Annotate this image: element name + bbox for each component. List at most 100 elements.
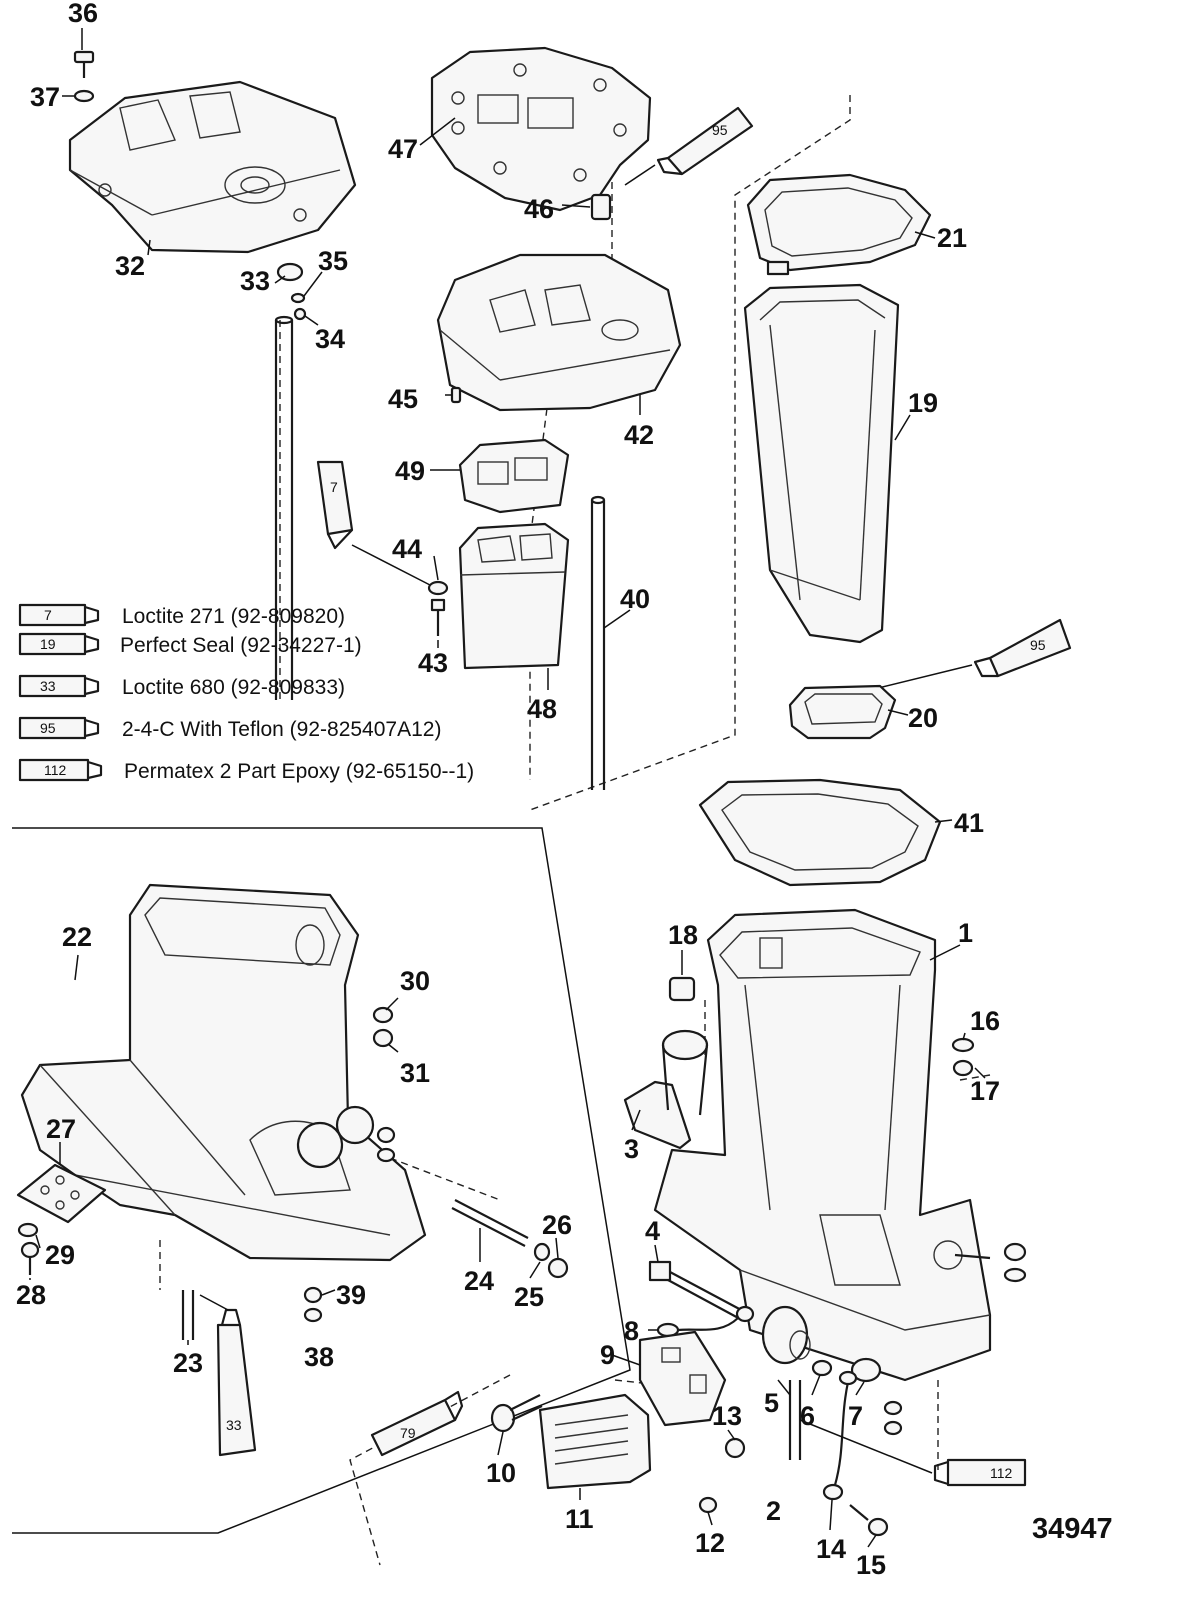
part-nut-31 xyxy=(372,1028,394,1048)
part-gasket-41 xyxy=(698,778,942,887)
legend-code: 33 xyxy=(40,678,56,694)
tube-code: 7 xyxy=(330,479,338,495)
tube-112: 112 xyxy=(933,1458,1027,1487)
part-driveshaft-housing-1 xyxy=(653,908,992,1382)
callout-45: 45 xyxy=(388,384,418,414)
part-washer-44 xyxy=(427,580,449,596)
part-anode-5 xyxy=(761,1305,811,1365)
part-nut-housing-a xyxy=(376,1126,396,1144)
callout-28: 28 xyxy=(16,1280,46,1310)
tube-33: 33 xyxy=(216,1308,257,1457)
tube-95-right: 95 xyxy=(973,618,1072,678)
part-screw-28 xyxy=(20,1241,40,1275)
tube-95-top: 95 xyxy=(656,106,754,176)
part-screw-36 xyxy=(73,50,95,103)
tube-code: 112 xyxy=(990,1465,1013,1481)
legend-row-19: 19 Perfect Seal (92-34227-1) xyxy=(18,632,362,657)
legend-code: 19 xyxy=(40,636,56,652)
part-screw-12 xyxy=(698,1496,718,1514)
callout-23: 23 xyxy=(173,1348,203,1378)
part-washer-38 xyxy=(303,1307,323,1323)
part-ground-wire-14 xyxy=(822,1370,858,1501)
part-washer-7b xyxy=(883,1400,903,1416)
callout-6: 6 xyxy=(800,1401,815,1431)
tube-code: 79 xyxy=(400,1425,416,1441)
callout-17: 17 xyxy=(970,1076,1000,1106)
callout-36: 36 xyxy=(68,0,98,28)
legend-text: Permatex 2 Part Epoxy (92-65150--1) xyxy=(124,760,474,783)
callout-21: 21 xyxy=(937,223,967,253)
part-bracket-9 xyxy=(638,1330,727,1427)
part-washer-16 xyxy=(951,1037,975,1053)
callout-31: 31 xyxy=(400,1058,430,1088)
callout-39: 39 xyxy=(336,1280,366,1310)
callout-25: 25 xyxy=(514,1282,544,1312)
part-washer-6 xyxy=(811,1359,833,1377)
callout-26: 26 xyxy=(542,1210,572,1240)
lower-unit-frame xyxy=(12,827,631,1534)
callout-22: 22 xyxy=(62,922,92,952)
legend-text: Loctite 680 (92-809833) xyxy=(122,676,345,699)
part-washer-29 xyxy=(17,1222,39,1238)
part-seal-21 xyxy=(746,173,932,276)
callout-12: 12 xyxy=(695,1528,725,1558)
part-washer-housing-a xyxy=(376,1147,396,1163)
callout-27: 27 xyxy=(46,1114,76,1144)
callout-44: 44 xyxy=(392,534,422,564)
part-gasket-47 xyxy=(430,46,652,212)
part-plate-27 xyxy=(16,1163,107,1224)
callout-4: 4 xyxy=(645,1216,660,1246)
tube-79: 79 xyxy=(370,1390,464,1457)
callout-18: 18 xyxy=(668,920,698,950)
part-nut-26 xyxy=(547,1257,569,1279)
legend-row-112: 112 Permatex 2 Part Epoxy (92-65150--1) xyxy=(18,758,474,783)
figure-number: 34947 xyxy=(1032,1513,1113,1545)
callout-33: 33 xyxy=(240,266,270,296)
part-pin-45 xyxy=(450,386,462,404)
callout-24: 24 xyxy=(464,1266,494,1296)
callout-46: 46 xyxy=(524,194,554,224)
part-screw-43 xyxy=(430,598,446,636)
callout-41: 41 xyxy=(954,808,984,838)
callout-leaders xyxy=(29,28,986,1548)
callout-3: 3 xyxy=(624,1134,639,1164)
part-plug-18 xyxy=(668,976,696,1002)
callout-29: 29 xyxy=(45,1240,75,1270)
part-screw-15 xyxy=(849,1504,889,1537)
part-studs-right xyxy=(954,1242,1027,1283)
callout-20: 20 xyxy=(908,703,938,733)
callout-42: 42 xyxy=(624,420,654,450)
part-stud-24 xyxy=(451,1199,529,1247)
callout-15: 15 xyxy=(856,1550,886,1580)
part-water-tube-3 xyxy=(623,1029,709,1150)
part-plug-46 xyxy=(590,193,612,221)
tube-7: 7 xyxy=(316,460,354,550)
callout-47: 47 xyxy=(388,134,418,164)
callout-10: 10 xyxy=(486,1458,516,1488)
callout-14: 14 xyxy=(816,1534,846,1564)
part-rod-40 xyxy=(590,495,606,790)
callout-1: 1 xyxy=(958,918,973,948)
part-washer-25 xyxy=(533,1242,551,1262)
callout-37: 37 xyxy=(30,82,60,112)
part-bolt-4 xyxy=(648,1260,746,1321)
sealant-legend: 7 Loctite 271 (92-809820) 19 Perfect Sea… xyxy=(18,603,474,783)
part-exhaust-tube-48 xyxy=(458,522,570,670)
legend-text: Loctite 271 (92-809820) xyxy=(122,605,345,628)
legend-row-7: 7 Loctite 271 (92-809820) xyxy=(18,603,345,628)
callout-9: 9 xyxy=(600,1340,615,1370)
part-gasket-49 xyxy=(458,438,570,514)
part-wire-8 xyxy=(656,1305,755,1338)
legend-code: 95 xyxy=(40,720,56,736)
part-nut-7b xyxy=(883,1420,903,1436)
part-washer-30 xyxy=(372,1006,394,1024)
part-screw-10 xyxy=(490,1394,543,1433)
callout-48: 48 xyxy=(527,694,557,724)
tube-code: 95 xyxy=(1030,637,1046,653)
callout-11: 11 xyxy=(565,1504,594,1534)
callout-38: 38 xyxy=(304,1342,334,1372)
part-nut-17 xyxy=(952,1059,974,1077)
callout-34: 34 xyxy=(315,324,345,354)
part-nut-13 xyxy=(724,1437,746,1459)
